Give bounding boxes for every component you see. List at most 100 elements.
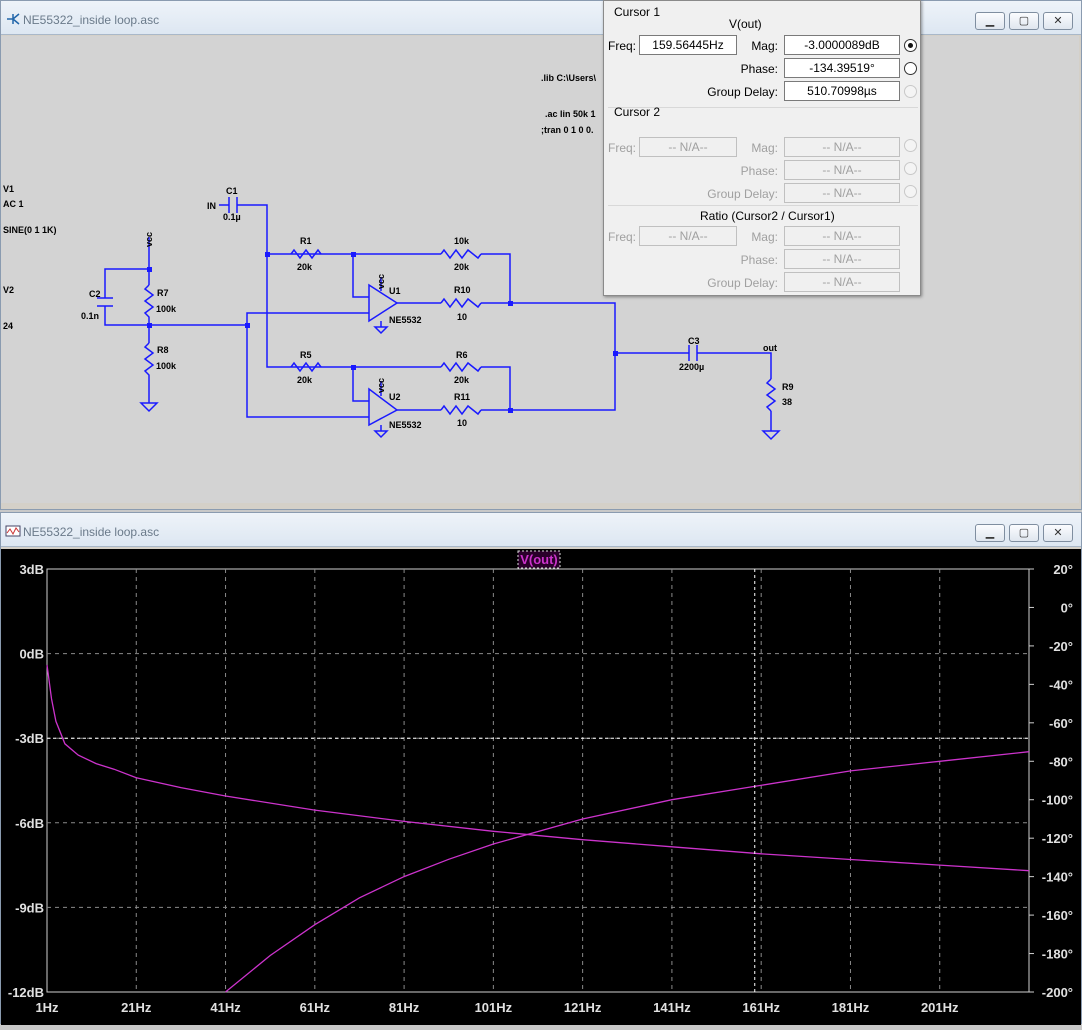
r-10k-label: 10k bbox=[454, 236, 470, 246]
separator-2 bbox=[608, 205, 918, 206]
x-tick-label: 81Hz bbox=[389, 1000, 420, 1015]
x-tick-label: 1Hz bbox=[35, 1000, 59, 1015]
cursor2-phase-field[interactable]: -- N/A-- bbox=[784, 160, 900, 180]
x-tick-label: 141Hz bbox=[653, 1000, 691, 1015]
r10-label: R10 bbox=[454, 285, 471, 295]
cursor1-mag-label: Mag: bbox=[751, 39, 778, 53]
r1-label: R1 bbox=[300, 236, 312, 246]
r6-label: R6 bbox=[456, 350, 468, 360]
phase-trace bbox=[225, 751, 1030, 993]
v1-sine: SINE(0 1 1K) bbox=[3, 225, 57, 235]
waveform-titlebar[interactable]: NE55322_inside loop.asc ▁ ▢ ✕ bbox=[1, 513, 1081, 547]
close-button[interactable]: ✕ bbox=[1043, 12, 1073, 30]
r8-value: 100k bbox=[156, 361, 177, 371]
minimize-button[interactable]: ▁ bbox=[975, 12, 1005, 30]
cursor1-gd-field[interactable]: 510.70998µs bbox=[784, 81, 900, 101]
u1-label: U1 bbox=[389, 286, 401, 296]
cursor2-gd-label: Group Delay: bbox=[707, 187, 778, 201]
r5-value: 20k bbox=[297, 375, 313, 385]
y-left-tick-label: -3dB bbox=[15, 731, 44, 746]
x-tick-label: 21Hz bbox=[121, 1000, 152, 1015]
v1-label: V1 bbox=[3, 184, 14, 194]
c1-value: 0.1µ bbox=[223, 212, 241, 222]
y-right-tick-label: -140° bbox=[1042, 870, 1073, 885]
c3-value: 2200µ bbox=[679, 362, 704, 372]
r9-value: 38 bbox=[782, 397, 792, 407]
y-right-tick-label: -160° bbox=[1042, 908, 1073, 923]
vcc-label-1: vcc bbox=[144, 232, 154, 247]
cursor1-gd-radio[interactable] bbox=[904, 85, 917, 98]
y-right-tick-label: -60° bbox=[1049, 716, 1073, 731]
r9-label: R9 bbox=[782, 382, 794, 392]
vcc-label-3: vcc bbox=[376, 378, 386, 393]
ratio-gd-label: Group Delay: bbox=[707, 276, 778, 290]
schematic-app-icon bbox=[5, 12, 21, 26]
cursor2-phase-radio[interactable] bbox=[904, 162, 917, 175]
r-10k-value: 20k bbox=[454, 262, 470, 272]
cursor2-gd-radio[interactable] bbox=[904, 185, 917, 198]
cursor1-phase-label: Phase: bbox=[740, 62, 778, 76]
cursor1-gd-label: Group Delay: bbox=[707, 85, 778, 99]
x-tick-label: 181Hz bbox=[832, 1000, 870, 1015]
r1-value: 20k bbox=[297, 262, 313, 272]
waveform-title: NE55322_inside loop.asc bbox=[23, 525, 160, 539]
ratio-phase-field[interactable]: -- N/A-- bbox=[784, 249, 900, 269]
x-tick-label: 41Hz bbox=[210, 1000, 241, 1015]
x-tick-label: 61Hz bbox=[300, 1000, 331, 1015]
trace-label: V(out) bbox=[520, 552, 558, 567]
y-right-tick-label: -80° bbox=[1049, 754, 1073, 769]
cursor2-mag-field[interactable]: -- N/A-- bbox=[784, 137, 900, 157]
y-left-tick-label: -12dB bbox=[8, 985, 44, 1000]
ratio-freq-field[interactable]: -- N/A-- bbox=[639, 226, 737, 246]
y-right-tick-label: 20° bbox=[1053, 562, 1073, 577]
cursor2-gd-field[interactable]: -- N/A-- bbox=[784, 183, 900, 203]
schematic-drawing: V1 AC 1 SINE(0 1 1K) V2 24 C1 0.1µ IN C2… bbox=[0, 73, 794, 441]
v2-value: 24 bbox=[3, 321, 13, 331]
x-tick-label: 201Hz bbox=[921, 1000, 959, 1015]
cursor2-freq-field[interactable]: -- N/A-- bbox=[639, 137, 737, 157]
tran-directive: ;tran 0 1 0 0. bbox=[541, 125, 594, 135]
x-tick-label: 101Hz bbox=[475, 1000, 513, 1015]
x-tick-label: 161Hz bbox=[742, 1000, 780, 1015]
maximize-button[interactable]: ▢ bbox=[1009, 12, 1039, 30]
r7-value: 100k bbox=[156, 304, 177, 314]
wave-minimize-button[interactable]: ▁ bbox=[975, 524, 1005, 542]
cursor1-freq-label: Freq: bbox=[608, 39, 637, 53]
cursor1-mag-field[interactable]: -3.0000089dB bbox=[784, 35, 900, 55]
cursor1-title: Cursor 1 bbox=[614, 5, 661, 19]
c2-value: 0.1n bbox=[81, 311, 99, 321]
waveform-window: NE55322_inside loop.asc ▁ ▢ ✕ 1Hz 21Hz 41H… bbox=[0, 512, 1082, 1025]
cursor2-title: Cursor 2 bbox=[614, 105, 661, 119]
wave-close-button[interactable]: ✕ bbox=[1043, 524, 1073, 542]
ratio-gd-field[interactable]: -- N/A-- bbox=[784, 272, 900, 292]
cursor1-trace: V(out) bbox=[729, 17, 762, 31]
r7-label: R7 bbox=[157, 288, 169, 298]
wave-maximize-button[interactable]: ▢ bbox=[1009, 524, 1039, 542]
c3-label: C3 bbox=[688, 336, 700, 346]
cursor2-mag-label: Mag: bbox=[751, 141, 778, 155]
cursor1-phase-field[interactable]: -134.39519° bbox=[784, 58, 900, 78]
r10-value: 10 bbox=[457, 312, 467, 322]
u2-label: U2 bbox=[389, 392, 401, 402]
cursor1-phase-radio[interactable] bbox=[904, 62, 917, 75]
c1-label: C1 bbox=[226, 186, 238, 196]
y-right-tick-label: -20° bbox=[1049, 639, 1073, 654]
cursor1-freq-field[interactable]: 159.56445Hz bbox=[639, 35, 737, 55]
cursor1-mag-radio[interactable] bbox=[904, 39, 917, 52]
vcc-label-2: vcc bbox=[376, 274, 386, 289]
ratio-freq-label: Freq: bbox=[608, 230, 637, 244]
c2-label: C2 bbox=[89, 289, 101, 299]
out-label: out bbox=[763, 343, 777, 353]
y-left-tick-label: 0dB bbox=[19, 647, 44, 662]
ratio-mag-field[interactable]: -- N/A-- bbox=[784, 226, 900, 246]
y-right-tick-label: -120° bbox=[1042, 831, 1073, 846]
y-left-tick-label: 3dB bbox=[19, 562, 44, 577]
waveform-app-icon bbox=[5, 524, 21, 538]
trace-label-box bbox=[517, 550, 561, 569]
y-right-tick-label: -40° bbox=[1049, 677, 1073, 692]
cursor-dialog: Cursor 1 V(out) Freq: 159.56445Hz Mag: -… bbox=[603, 0, 921, 296]
cursor2-mag-radio[interactable] bbox=[904, 139, 917, 152]
schematic-title: NE55322_inside loop.asc bbox=[23, 13, 160, 27]
